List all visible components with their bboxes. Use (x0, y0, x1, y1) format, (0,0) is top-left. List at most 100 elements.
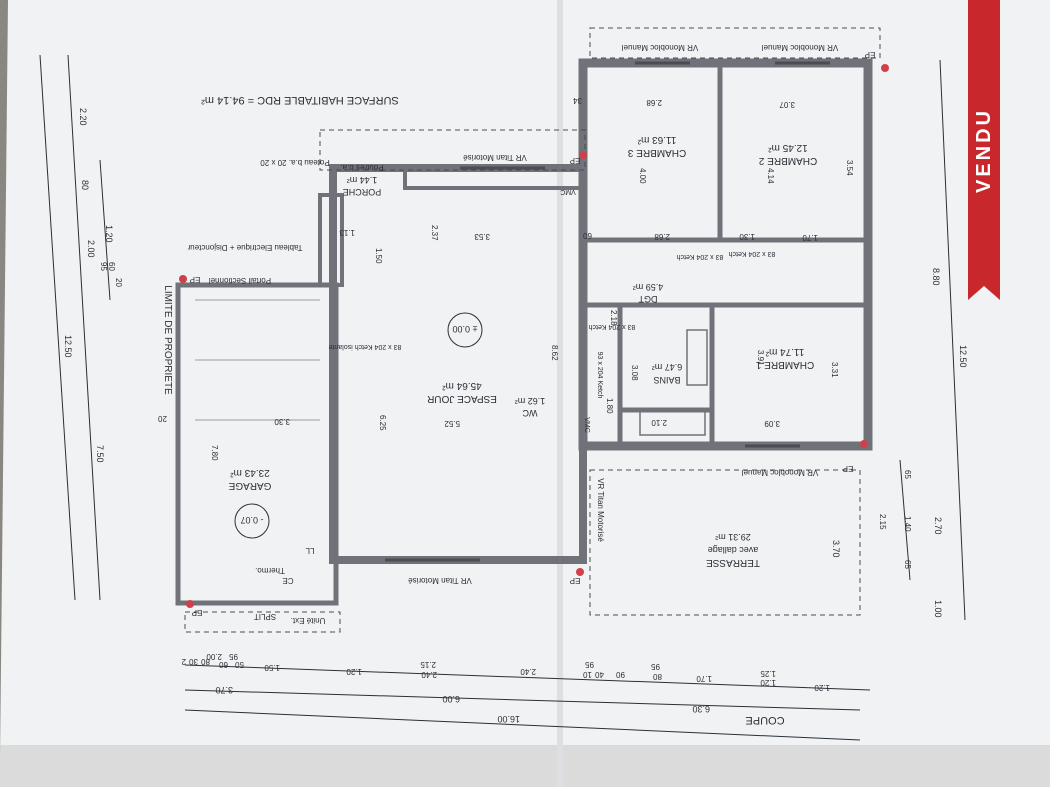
dim-label: 2.68 (646, 98, 662, 107)
dim-label: 95 (99, 262, 108, 271)
dim-label: 2.20 (78, 108, 88, 126)
plan-text: SURFACE HABITABLE RDC = 94.14 m² LIMITE … (63, 43, 968, 726)
room-area: 45.64 m² (442, 380, 482, 391)
room-name: CHAMBRE 1 (755, 359, 814, 370)
room-area: 12.45 m² (768, 142, 808, 153)
room-name: DGT (638, 294, 658, 304)
dim-label: 1.30 (739, 232, 755, 241)
dim-label: 65 (903, 560, 912, 569)
section-label: COUPE (745, 714, 784, 726)
vanity (686, 329, 708, 386)
window-label: VR Monobloc Manuel (742, 468, 819, 477)
dim-label: 6.00 (442, 694, 460, 704)
dim-label: 2.40 (520, 667, 536, 676)
dim-label: 60 (219, 660, 228, 669)
dim-label: 5.52 (444, 419, 460, 428)
dim-label: 60 (583, 231, 592, 240)
dim-label: 50 (235, 660, 244, 669)
window-label: Tableau Electrique + Disjoncteur (187, 243, 302, 252)
ep-label: EP (190, 275, 201, 284)
dim-label: 80 (80, 180, 90, 190)
window-label: VR Monobloc Manuel (622, 43, 699, 52)
dim-label: 80 (201, 657, 210, 666)
room-note: avec dallage (708, 545, 759, 555)
dim-label: 1.50 (264, 663, 280, 672)
dim-label: 4.14 (766, 168, 775, 184)
equipment-label: SPLIT (254, 612, 276, 621)
dim-label: 80 (653, 672, 662, 681)
dim-label: 1.50 (374, 248, 383, 264)
room-name: WC (522, 408, 537, 418)
window-label: Portail Sectionnel (209, 276, 271, 285)
dim-label: 2.37 (430, 225, 439, 241)
window-label: VR Titan Motorisé (596, 478, 605, 542)
room-area: 1.62 m² (515, 396, 546, 406)
dim-label: 8.62 (550, 345, 559, 361)
dim-label: 1.13 (339, 228, 355, 237)
dim-label: 2.18 (609, 310, 618, 326)
window-bars (385, 61, 830, 562)
dim-label: 3.70 (215, 685, 233, 695)
dim-label: 7.80 (210, 445, 219, 461)
door-label: 83 x 204 Ketch isolante (329, 343, 402, 350)
equipment-label: Thermo. (255, 566, 285, 575)
dim-label: 90 (616, 670, 625, 679)
dim-label: 6.25 (378, 415, 387, 431)
dim-label: 3.08 (630, 365, 639, 381)
dim-label: 7.50 (95, 445, 105, 463)
dim-label: 1.20 (814, 683, 830, 692)
sold-ribbon (968, 0, 1000, 300)
dim-label: 60 (107, 262, 116, 271)
equipment-label: Unité Ext. (291, 616, 326, 625)
room-area: 11.63 m² (637, 134, 676, 145)
sold-badge-text: VENDU (972, 107, 995, 193)
dim-label: 30 (189, 657, 198, 666)
ep-label: EP (865, 50, 876, 59)
window-label: VR Monobloc Manuel (762, 43, 839, 52)
dim-label: 40 (595, 670, 604, 679)
dim-label: 95 (585, 660, 594, 669)
dim-label: 1.00 (933, 600, 943, 618)
dim-label: 2.10 (651, 418, 667, 427)
window-label: Poutres b.a. (340, 163, 383, 172)
dim-label: 1.20 (346, 667, 362, 676)
window-label: VR Titan Motorisé (463, 153, 527, 162)
dim-label: 2 (181, 657, 186, 666)
room-area: 6.47 m² (652, 362, 683, 372)
dim-label: 2.70 (933, 517, 943, 535)
room-area: 29.31 m² (715, 532, 751, 542)
room-name: CHAMBRE 3 (627, 147, 686, 158)
equipment-label: LL (305, 546, 314, 555)
ep-label: EP (192, 608, 203, 617)
window-label: Poteau b.a. 20 x 20 (260, 158, 330, 167)
dim-label: 1.40 (903, 516, 912, 532)
room-name: PORCHE (343, 187, 382, 197)
ep-label: EP (570, 576, 581, 585)
level-main: ± 0.00 (453, 324, 478, 334)
dim-label: 1.20 (760, 678, 776, 687)
room-area: 1.44 m² (347, 175, 378, 185)
ep-label: EP (843, 464, 854, 473)
room-name: BAINS (653, 375, 680, 385)
dim-label: 1.25 (760, 669, 776, 678)
dim-label: 1.80 (605, 398, 614, 414)
dim-label: 12.50 (958, 345, 968, 368)
dim-label: 2.00 (206, 652, 222, 661)
dim-label: 34 (573, 96, 582, 105)
dim-label: 95 (229, 652, 238, 661)
dim-label: 2.68 (654, 232, 670, 241)
dim-label: 65 (903, 470, 912, 479)
dim-label: 1.20 (104, 225, 114, 243)
vmc-label: VMC (560, 188, 576, 195)
dim-label: 20 (114, 278, 123, 287)
dim-label: 2.15 (420, 660, 436, 669)
dim-label: 3.91 (756, 350, 765, 366)
door-label: 93 x 204 Ketch (596, 352, 603, 399)
room-name: CHAMBRE 2 (758, 155, 817, 166)
room-area: 23.43 m² (230, 467, 270, 478)
equipment-label: CE (282, 576, 293, 585)
ep-markers (179, 64, 889, 608)
dim-label: 1.70 (802, 233, 818, 242)
